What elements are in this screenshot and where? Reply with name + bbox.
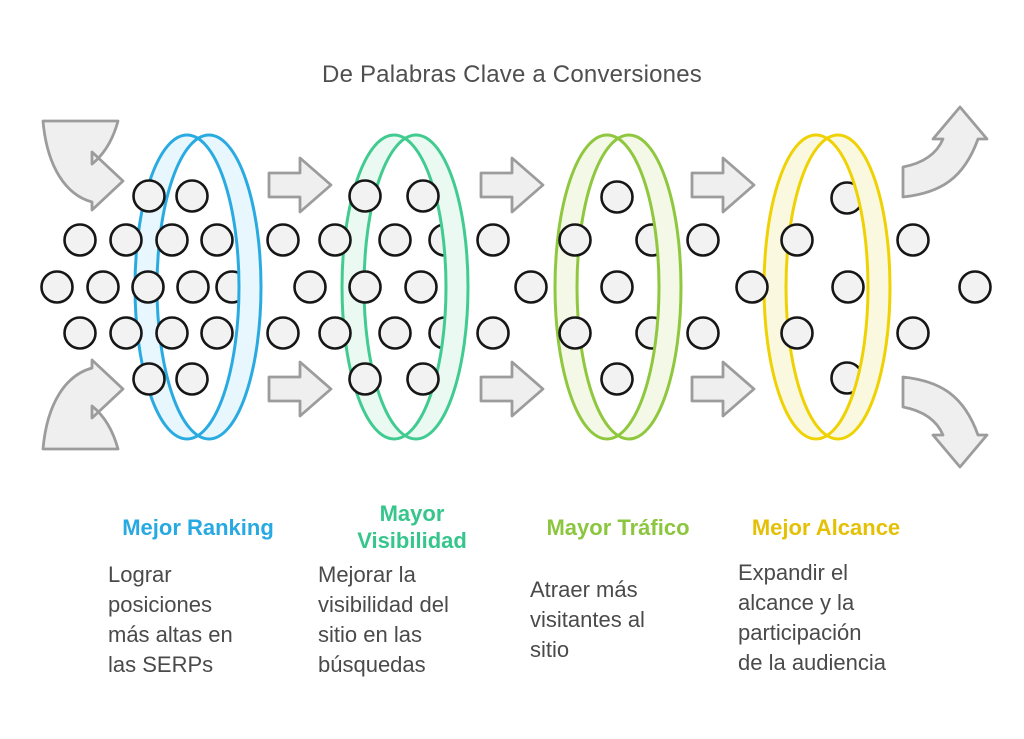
right-arrow-icon (479, 360, 545, 418)
dot (318, 316, 352, 350)
dot (63, 223, 97, 257)
dot (40, 270, 74, 304)
dot (266, 223, 300, 257)
stage-label-alcance: Mejor Alcance (751, 515, 901, 540)
dot (131, 270, 165, 304)
dot (348, 270, 382, 304)
curved-arrow-out-top-icon (901, 105, 989, 199)
ring (762, 133, 892, 441)
stage-label-visibilidad: Mayor Visibilidad (357, 501, 467, 553)
dot (109, 316, 143, 350)
dot (958, 270, 992, 304)
right-arrow-icon (267, 360, 333, 418)
ring (553, 133, 683, 441)
dot (318, 223, 352, 257)
stage-description-alcance: Expandir el alcance y la participación d… (738, 560, 887, 675)
dot (176, 270, 210, 304)
dot (406, 179, 440, 213)
dot (200, 223, 234, 257)
dot (686, 316, 720, 350)
dot (109, 223, 143, 257)
dot (200, 316, 234, 350)
dot (896, 316, 930, 350)
diagram-title: De Palabras Clave a Conversiones (322, 61, 702, 88)
dot (266, 316, 300, 350)
dot-grid-front (40, 179, 992, 396)
dot (348, 362, 382, 396)
curved-arrow-out-bottom-icon (901, 375, 989, 469)
dot (896, 223, 930, 257)
straight-arrows (267, 156, 756, 418)
dot (293, 270, 327, 304)
curved-arrow-in-bottom-icon (41, 358, 125, 451)
dot (600, 180, 634, 214)
dot (348, 179, 382, 213)
stage-rings (133, 133, 892, 441)
dot (155, 316, 189, 350)
dot (600, 362, 634, 396)
dot (378, 223, 412, 257)
dot (831, 270, 865, 304)
curved-arrow-in-top-icon (41, 119, 125, 212)
dot (558, 223, 592, 257)
dot (735, 270, 769, 304)
right-arrow-icon (267, 156, 333, 214)
dot (175, 179, 209, 213)
right-arrow-icon (479, 156, 545, 214)
stage-description-ranking: Lograr posiciones más altas en las SERPs (108, 562, 233, 677)
dot (476, 316, 510, 350)
dot (514, 270, 548, 304)
dot (132, 179, 166, 213)
dot (780, 316, 814, 350)
dot (155, 223, 189, 257)
dot (175, 362, 209, 396)
dot (600, 270, 634, 304)
dot (558, 316, 592, 350)
dot (780, 223, 814, 257)
right-arrow-icon (690, 156, 756, 214)
dot (406, 362, 440, 396)
flow-arrows (41, 105, 989, 469)
dot (686, 223, 720, 257)
stage-label-ranking: Mejor Ranking (122, 515, 274, 540)
dot (86, 270, 120, 304)
stage-label-trafico: Mayor Tráfico (546, 515, 690, 540)
right-arrow-icon (690, 360, 756, 418)
dot (132, 362, 166, 396)
dot (404, 270, 438, 304)
dot (378, 316, 412, 350)
stage-description-trafico: Atraer más visitantes al sitio (530, 577, 645, 662)
dot (476, 223, 510, 257)
stage-description-visibilidad: Mejorar la visibilidad del sitio en las … (318, 562, 449, 677)
dot (63, 316, 97, 350)
